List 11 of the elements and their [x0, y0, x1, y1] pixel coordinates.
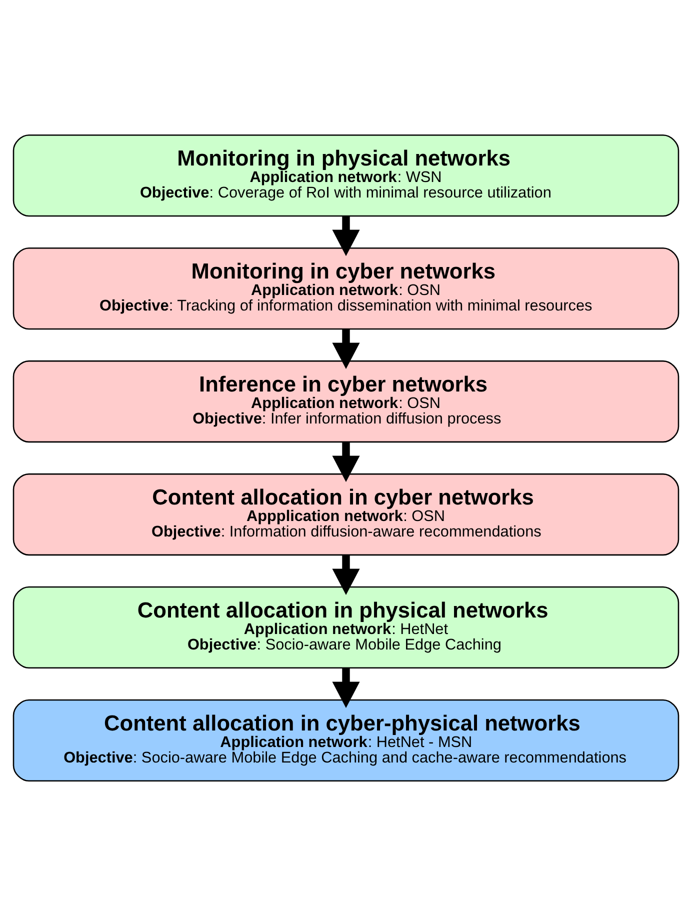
arrow: [332, 329, 360, 370]
node-box: Content allocation in cyber networks Appplication network: OSN Objective: Information diffusion-aware recommendations: [12, 473, 680, 556]
node-box: Content allocation in physical networks Application network: HetNet Objective: Socio-aware Mobile Edge Caching: [12, 586, 680, 669]
node-box: Monitoring in physical networks Application network: WSN Objective: Coverage of RoI with minimal resource utilization: [12, 134, 680, 217]
arrow: [332, 216, 360, 256]
node-box: Inference in cyber networks Application network: OSN Objective: Infer information diffusion process: [12, 360, 680, 443]
arrow: [332, 555, 360, 595]
arrow: [332, 442, 360, 482]
node-box: Content allocation in cyber-physical networks Application network: HetNet - MSN Objective: Socio-aware Mobile Edge Caching and cache-aware recommendations: [12, 699, 680, 782]
arrow: [332, 668, 360, 708]
node-box: Monitoring in cyber networks Application network: OSN Objective: Tracking of information dissemination with minimal resources: [12, 247, 680, 330]
